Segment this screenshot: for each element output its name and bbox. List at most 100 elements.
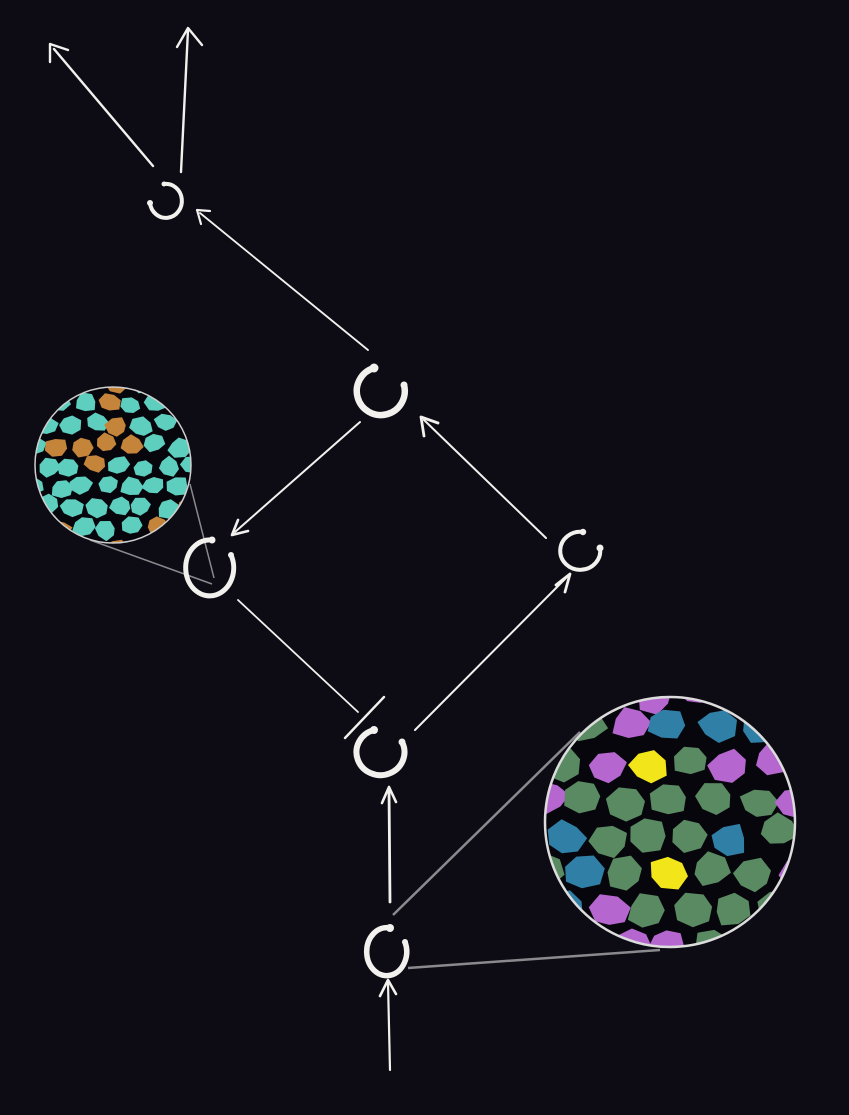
edge-stem-to-right [414,572,572,731]
cell [59,499,84,518]
cell [482,635,516,667]
cell [94,521,115,542]
cell [646,644,682,676]
cell [674,892,713,928]
cell [707,748,746,783]
cell [72,517,96,537]
cell [104,417,126,437]
cell [732,857,771,893]
cell [674,961,716,994]
edge-source-to-stem [380,785,398,904]
cell [169,520,191,539]
cell [732,934,767,947]
cell [650,856,688,890]
cell [57,537,79,543]
cell [806,823,840,854]
cell [588,894,631,925]
cell [627,893,665,928]
cell [176,387,191,394]
cell [647,709,686,739]
lens-line-source-lower [407,948,661,970]
node-left[interactable] [183,536,237,599]
cell [545,782,570,814]
lens-lines [89,483,661,970]
cell [153,413,178,431]
cell [509,742,542,773]
inset-left-node [0,355,213,544]
node-right[interactable] [558,528,604,572]
cell [761,969,802,998]
cell [630,818,666,853]
cell [776,708,795,741]
cell [548,697,587,703]
cell [588,825,627,859]
cell [69,476,94,495]
cell [154,387,175,394]
node-stem[interactable] [353,726,408,779]
cell [719,965,756,998]
open-circle-node-icon [183,537,237,599]
open-circle-node-icon [558,529,603,572]
node-top[interactable] [353,363,408,419]
inset-source-node [482,635,840,999]
cell [50,356,72,374]
cell [551,960,587,991]
node-apex[interactable] [147,181,184,220]
cell [674,746,707,775]
cell [130,497,151,516]
cell [39,457,61,478]
cell [192,478,213,496]
cell [121,516,143,534]
cell [0,395,18,413]
cell [565,855,605,889]
cell [697,710,737,743]
cell [76,392,96,412]
cell [586,697,620,707]
cell [57,458,79,477]
cell [694,642,729,673]
cell [591,959,628,992]
cell [73,355,94,372]
cell [547,819,588,854]
cell [523,639,560,669]
inset-source-border [543,695,797,949]
cell [98,476,118,494]
cell [55,387,79,393]
cell [87,412,110,431]
cell [695,783,731,815]
cell [780,639,816,672]
cell [108,456,131,474]
cell [35,437,47,455]
cell [51,480,73,498]
cell [760,812,795,844]
cell [25,357,44,374]
cell [781,924,795,947]
cell [120,476,144,495]
cell [59,415,82,435]
cell [735,641,771,673]
cell [109,496,131,516]
edges [48,26,572,1072]
cell [1,437,22,454]
cell [739,789,779,817]
cell [545,822,547,855]
cell [803,963,838,993]
node-source[interactable] [364,924,410,979]
edge-top-to-left [230,421,361,537]
cell [35,393,48,413]
cell [628,965,665,999]
cell [717,697,755,703]
cell [607,855,642,891]
cell [35,387,55,392]
edge-apex-to-output-left [48,42,155,168]
nodes [147,181,604,979]
cell [167,437,191,458]
cell [98,393,121,411]
cell [190,355,211,374]
cell [612,707,652,738]
cell [97,432,117,452]
edge-input-to-source [378,978,398,1072]
cell [35,515,44,537]
cell [182,415,191,434]
